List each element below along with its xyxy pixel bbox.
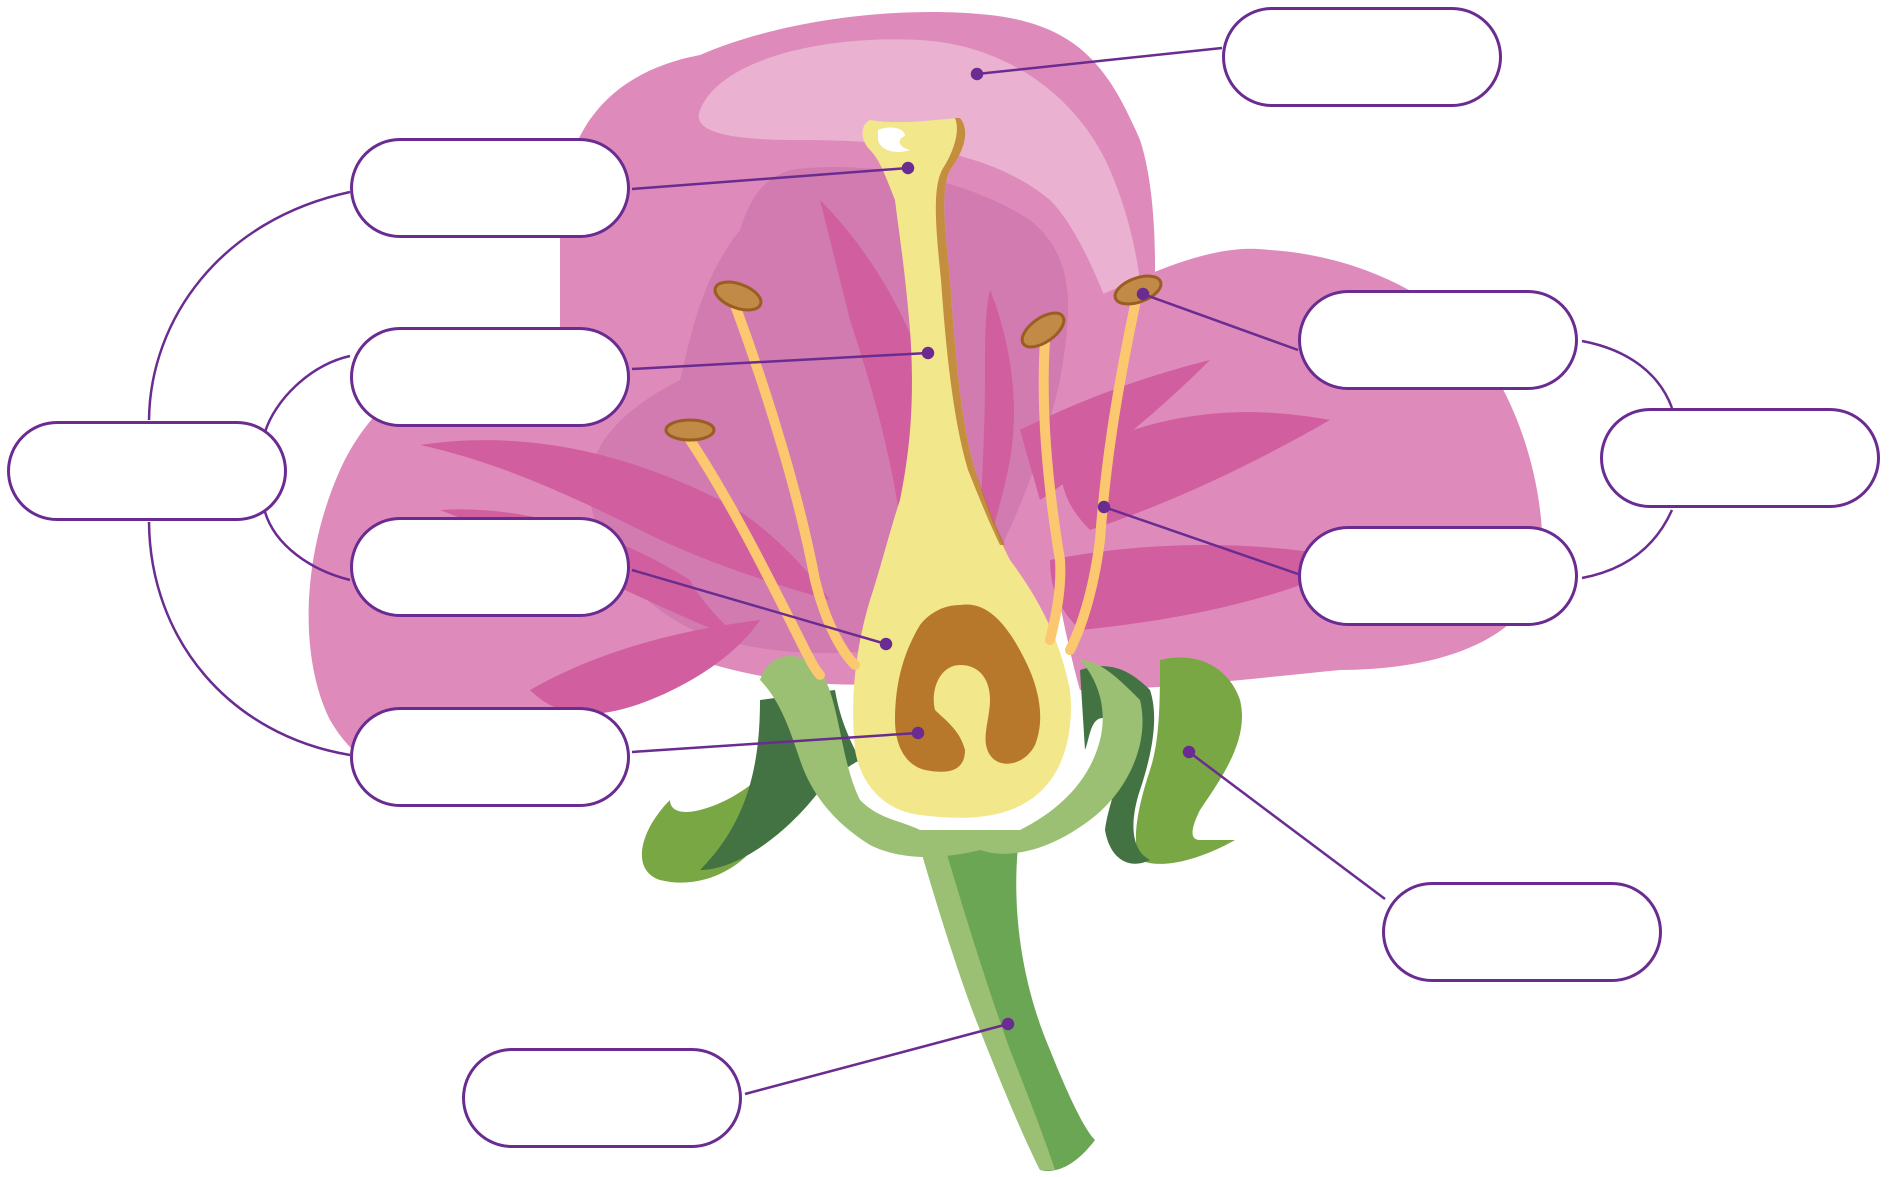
label-box-filament[interactable]	[1298, 526, 1578, 626]
leader-dot-filament	[1099, 502, 1109, 512]
stem	[915, 830, 1095, 1171]
leader-dot-stigma	[903, 163, 913, 173]
leader-dot-stem	[1003, 1019, 1013, 1029]
label-box-style[interactable]	[350, 327, 630, 427]
leader-line-sepal	[1189, 752, 1385, 899]
leader-dot-style	[923, 348, 933, 358]
leader-dot-ovary	[881, 639, 891, 649]
label-box-sepal[interactable]	[1382, 882, 1662, 982]
label-box-stigma[interactable]	[350, 138, 630, 238]
pistil-bracket-inner	[265, 356, 350, 432]
label-box-stamen-group[interactable]	[1600, 408, 1880, 508]
leader-dot-sepal	[1184, 747, 1194, 757]
leader-dot-ovule	[913, 728, 923, 738]
label-box-pistil-group[interactable]	[7, 421, 287, 521]
label-box-petal[interactable]	[1222, 7, 1502, 107]
leader-line-stem	[745, 1024, 1008, 1094]
stamen-bracket-right	[1582, 341, 1672, 408]
pistil-bracket-left	[149, 192, 350, 420]
stamen-bracket-right	[1582, 510, 1672, 578]
leader-dot-petal	[972, 69, 982, 79]
leader-dot-anther	[1138, 289, 1148, 299]
label-box-ovary[interactable]	[350, 517, 630, 617]
stamen-anther	[666, 420, 714, 440]
right-sepal-outer	[1136, 657, 1242, 864]
label-box-anther[interactable]	[1298, 290, 1578, 390]
label-box-stem[interactable]	[462, 1048, 742, 1148]
label-box-ovule[interactable]	[350, 707, 630, 807]
